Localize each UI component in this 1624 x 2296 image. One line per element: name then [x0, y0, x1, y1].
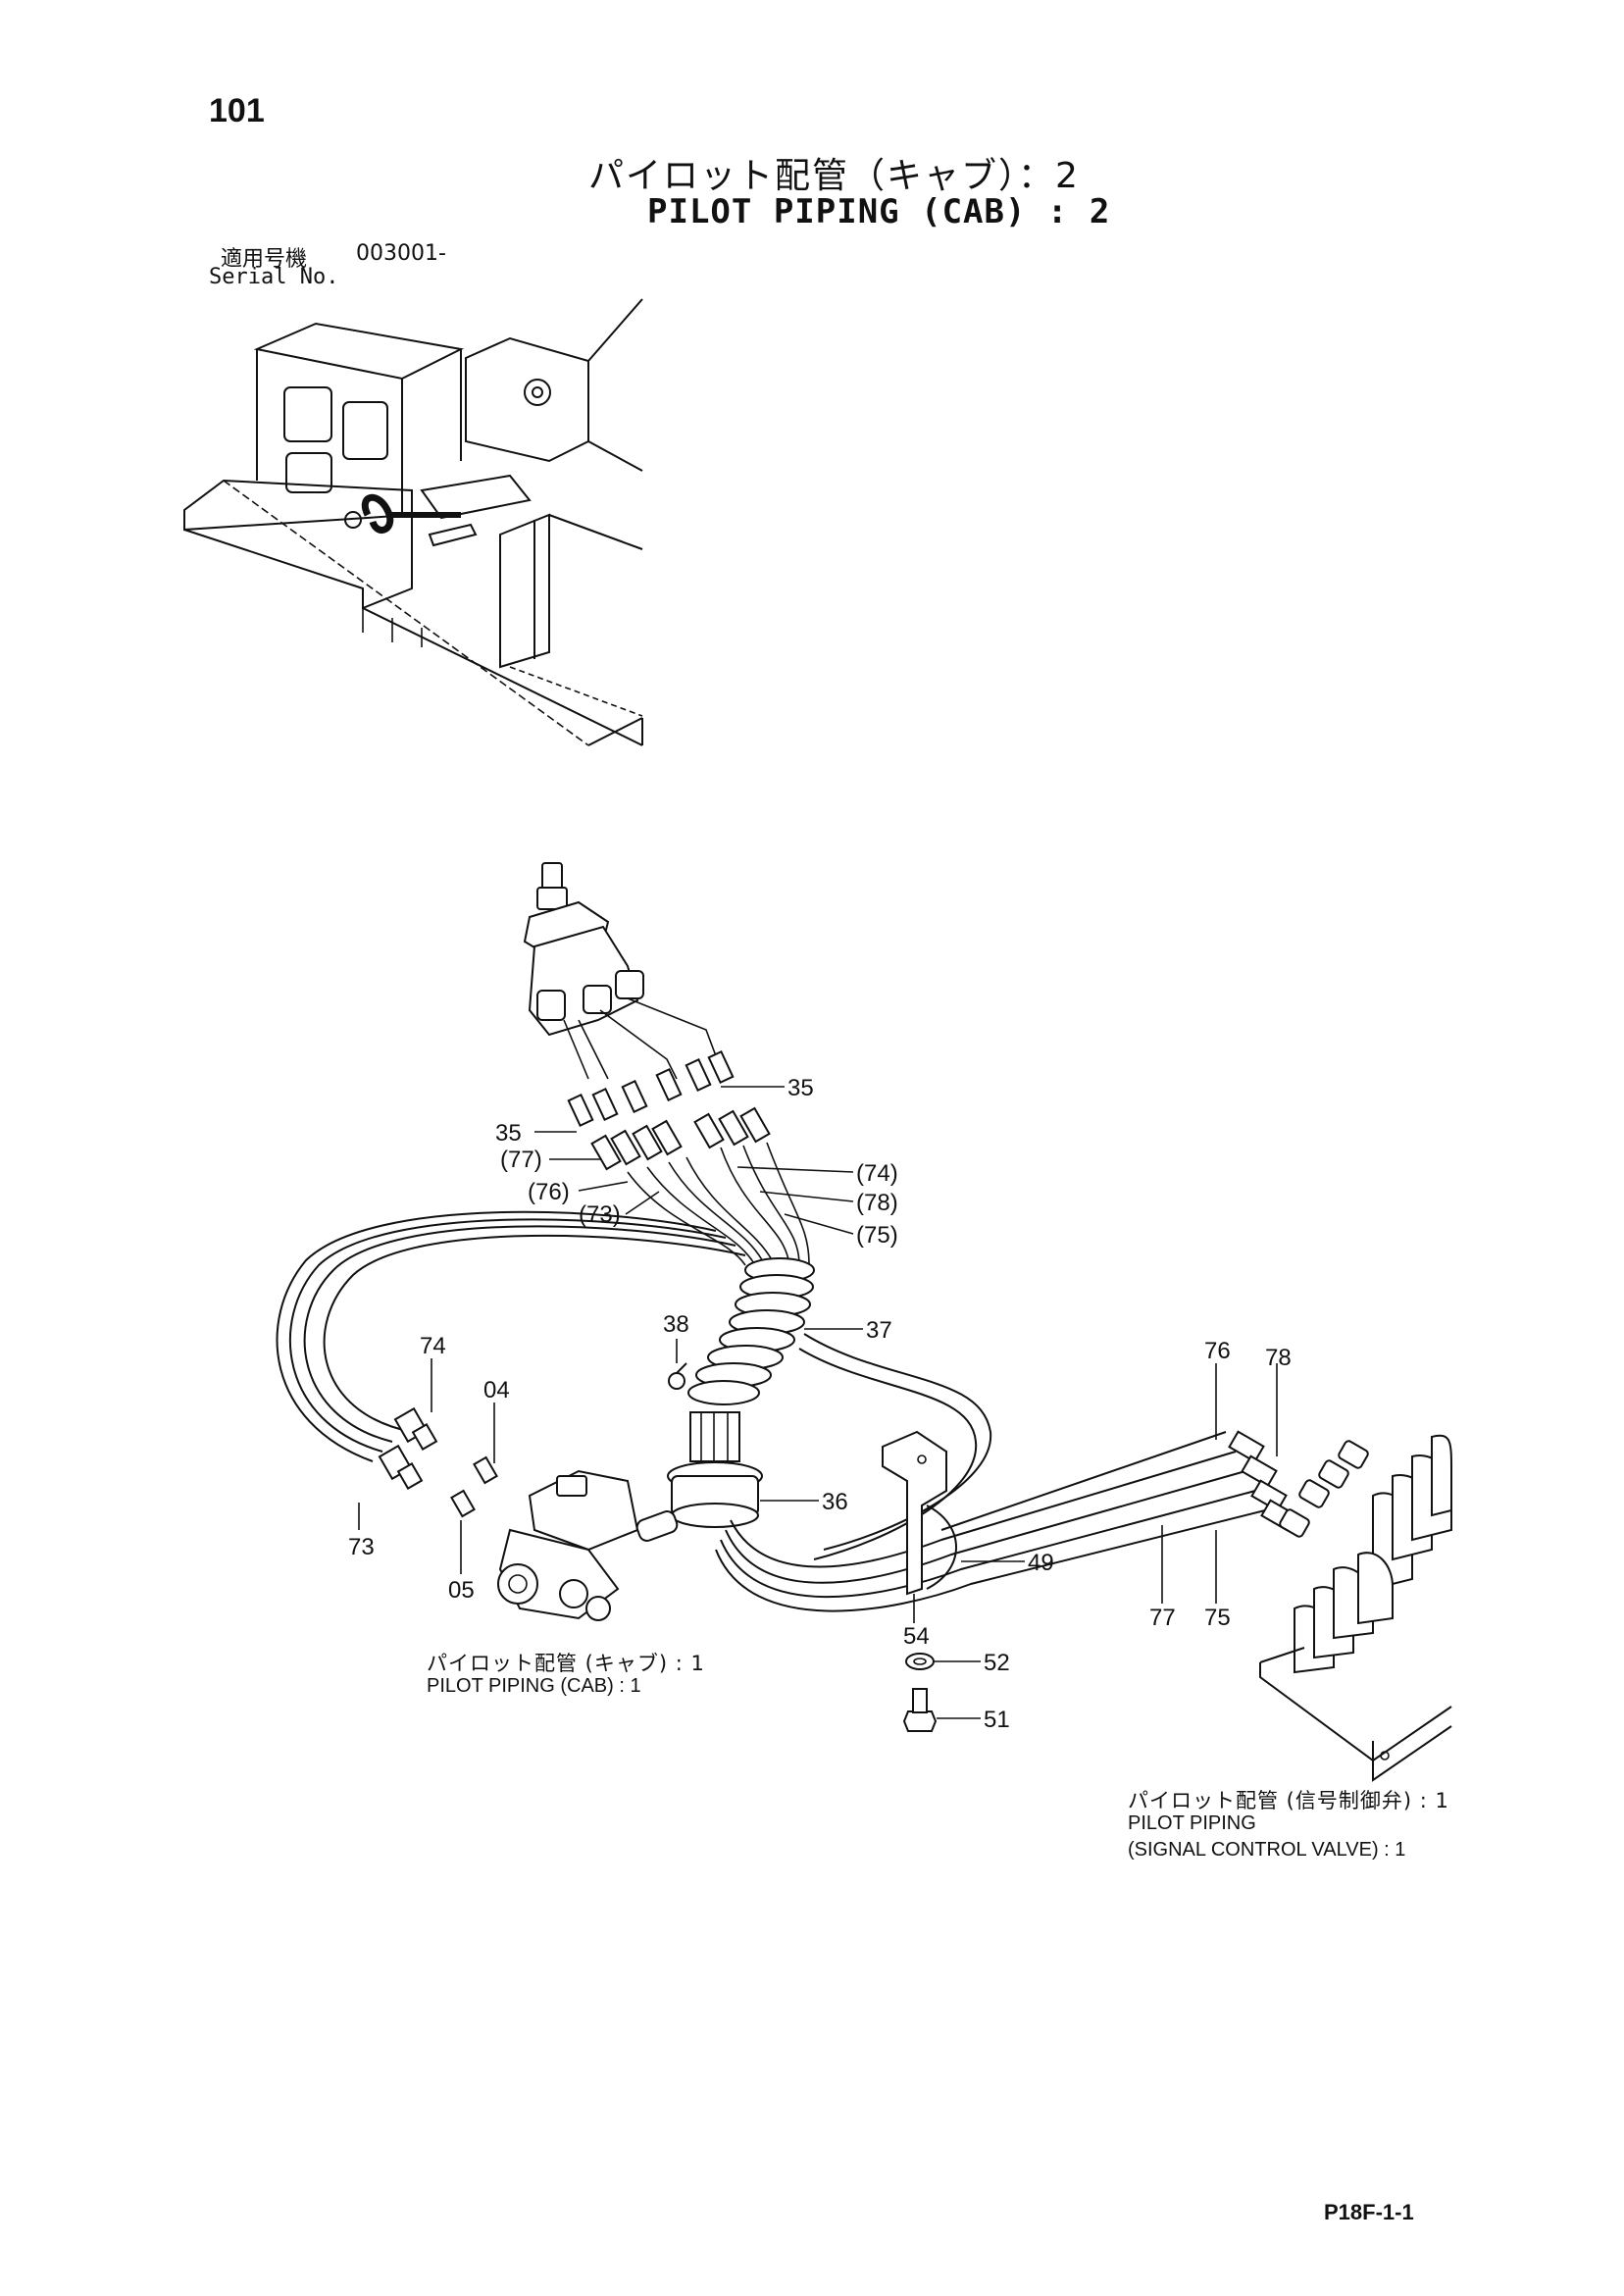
callout-76: 76 — [1204, 1338, 1231, 1364]
callout-35-upper: 35 — [787, 1075, 814, 1101]
callout-74: 74 — [420, 1333, 446, 1359]
callout-78: 78 — [1265, 1345, 1292, 1371]
serial-label-japanese: 適用号機 — [221, 247, 308, 272]
callout-77-ref: (77) — [500, 1147, 542, 1173]
hose-clamp — [668, 1362, 687, 1390]
right-hose-fittings — [1228, 1430, 1369, 1538]
hose-end-fittings — [590, 1106, 771, 1171]
machine-overview-inset — [183, 298, 643, 746]
serial-number-value: 003001- — [356, 241, 446, 266]
caption-valve-english-line1: PILOT PIPING — [1128, 1812, 1256, 1834]
mounting-bracket — [882, 1430, 957, 1596]
callout-05: 05 — [448, 1577, 475, 1604]
callout-77: 77 — [1149, 1605, 1176, 1631]
callout-54: 54 — [903, 1623, 930, 1650]
caption-cab1-english: PILOT PIPING (CAB) : 1 — [427, 1675, 641, 1697]
signal-control-valve — [1259, 1434, 1452, 1782]
callout-51: 51 — [984, 1707, 1010, 1733]
callout-73: 73 — [348, 1534, 375, 1560]
callout-78-ref: (78) — [856, 1190, 898, 1216]
caption-valve-japanese: パイロット配管 (信号制御弁) : 1 — [1128, 1789, 1449, 1812]
callout-75-ref: (75) — [856, 1222, 898, 1249]
callout-35-lower: 35 — [495, 1120, 522, 1147]
grommet — [667, 1411, 763, 1528]
elbow-fitting-row — [567, 1050, 735, 1127]
page-footer-code: P18F-1-1 — [1324, 2200, 1414, 2224]
serial-label-english: Serial No. — [209, 265, 339, 289]
callout-49: 49 — [1028, 1550, 1054, 1576]
caption-cab1-japanese: パイロット配管 (キャブ) : 1 — [427, 1652, 705, 1675]
callout-36: 36 — [822, 1489, 848, 1515]
hose-loops — [276, 1210, 1266, 1612]
callout-52: 52 — [984, 1650, 1010, 1676]
page-title-japanese: パイロット配管（キャブ）：2 — [588, 156, 1080, 196]
bolt — [902, 1688, 938, 1732]
callout-leaders — [358, 1086, 1278, 1719]
spiral-hose-guard — [687, 1257, 815, 1405]
left-hose-fittings — [378, 1406, 498, 1518]
page-number: 101 — [209, 92, 265, 129]
cab-pilot-valve — [497, 1469, 679, 1621]
pilot-valve-assembly — [523, 862, 810, 1266]
page-title-english: PILOT PIPING (CAB) : 2 — [647, 192, 1111, 231]
callout-04: 04 — [483, 1377, 510, 1403]
callout-73-ref: (73) — [579, 1201, 621, 1228]
caption-valve-english-line2: (SIGNAL CONTROL VALVE) : 1 — [1128, 1839, 1406, 1861]
callout-38: 38 — [663, 1311, 689, 1338]
callout-74-ref: (74) — [856, 1160, 898, 1187]
callout-75: 75 — [1204, 1605, 1231, 1631]
washer — [905, 1653, 935, 1670]
callout-37: 37 — [866, 1317, 892, 1344]
callout-76-ref: (76) — [528, 1179, 570, 1205]
